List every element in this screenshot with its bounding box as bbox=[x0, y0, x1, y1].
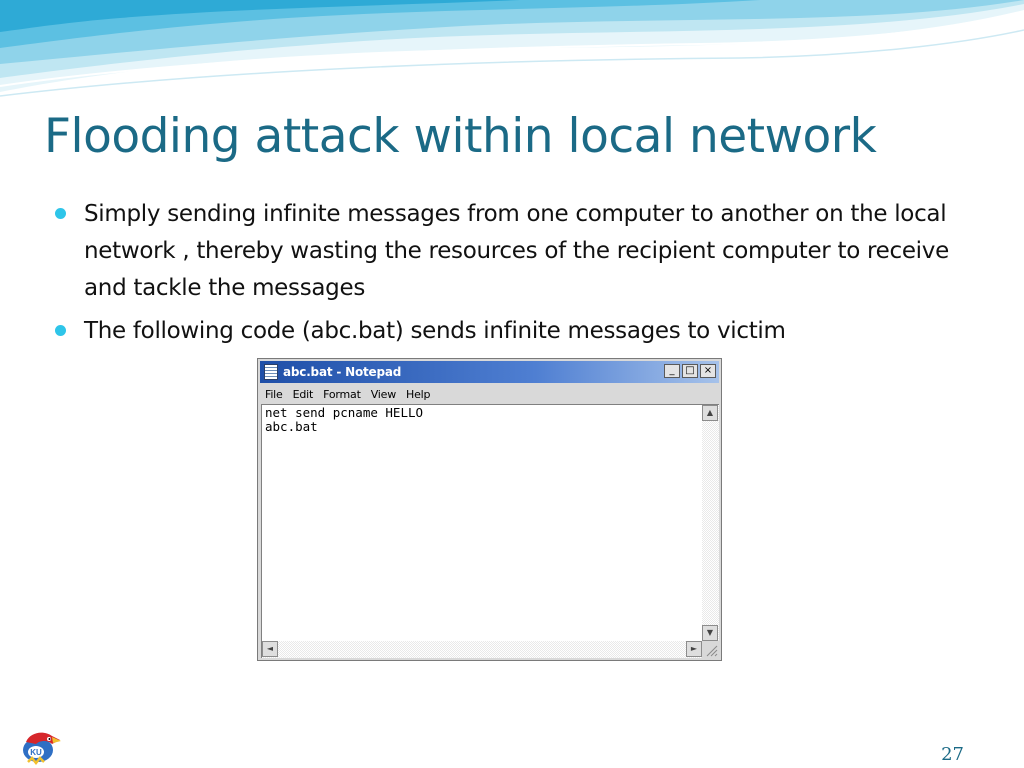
notepad-text-area[interactable]: net send pcname HELLO abc.bat ▲ ▼ ◄ ► bbox=[261, 404, 719, 658]
jayhawk-logo-icon: KU bbox=[23, 732, 61, 766]
bullet-item: Simply sending infinite messages from on… bbox=[52, 196, 952, 307]
maximize-icon[interactable]: □ bbox=[682, 364, 698, 378]
menu-file[interactable]: File bbox=[265, 387, 283, 401]
minimize-icon[interactable]: _ bbox=[664, 364, 680, 378]
resize-grip-icon[interactable] bbox=[702, 641, 719, 658]
bullet-item: The following code (abc.bat) sends infin… bbox=[52, 313, 952, 350]
horizontal-scrollbar[interactable]: ◄ ► bbox=[262, 641, 702, 658]
notepad-window: abc.bat - Notepad _ □ × File Edit Format… bbox=[257, 358, 722, 661]
bullet-dot-icon bbox=[55, 325, 66, 336]
close-icon[interactable]: × bbox=[700, 364, 716, 378]
header-wave-decoration bbox=[0, 0, 1024, 97]
scroll-down-icon[interactable]: ▼ bbox=[702, 625, 718, 641]
bullet-text: Simply sending infinite messages from on… bbox=[84, 201, 949, 301]
scroll-up-icon[interactable]: ▲ bbox=[702, 405, 718, 421]
notepad-titlebar[interactable]: abc.bat - Notepad _ □ × bbox=[260, 361, 719, 383]
menu-edit[interactable]: Edit bbox=[292, 387, 314, 401]
menu-format[interactable]: Format bbox=[323, 387, 361, 401]
window-controls: _ □ × bbox=[662, 364, 716, 378]
vertical-scrollbar[interactable]: ▲ ▼ bbox=[702, 405, 719, 641]
scroll-left-icon[interactable]: ◄ bbox=[262, 641, 278, 657]
notepad-window-title: abc.bat - Notepad bbox=[283, 365, 402, 379]
logo-text: KU bbox=[30, 748, 42, 757]
slide-title: Flooding attack within local network bbox=[44, 109, 877, 164]
bullet-list: Simply sending infinite messages from on… bbox=[52, 196, 952, 356]
bullet-text: The following code (abc.bat) sends infin… bbox=[84, 318, 786, 344]
menu-view[interactable]: View bbox=[370, 387, 397, 401]
notepad-content[interactable]: net send pcname HELLO abc.bat bbox=[265, 405, 424, 434]
menu-help[interactable]: Help bbox=[406, 387, 431, 401]
notepad-app-icon[interactable] bbox=[264, 364, 278, 380]
scroll-right-icon[interactable]: ► bbox=[686, 641, 702, 657]
page-number: 27 bbox=[941, 744, 964, 765]
bullet-dot-icon bbox=[55, 208, 66, 219]
notepad-menubar: File Edit Format View Help bbox=[260, 384, 719, 404]
